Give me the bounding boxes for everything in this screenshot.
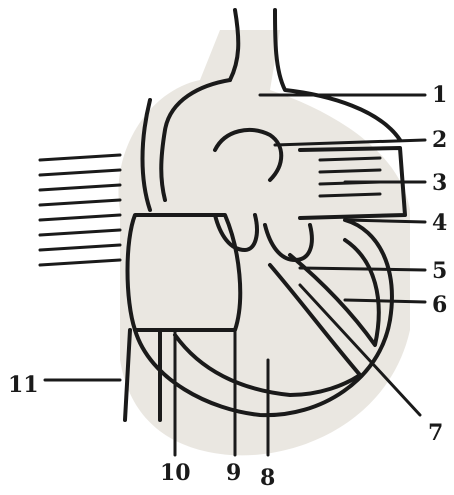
label-5: 5 (432, 258, 447, 284)
label-6: 6 (432, 292, 447, 318)
label-2: 2 (432, 127, 447, 153)
label-3: 3 (432, 170, 447, 196)
label-11: 11 (8, 372, 39, 398)
label-7: 7 (428, 420, 443, 446)
right-pulmonary-veins (40, 155, 120, 265)
label-4: 4 (432, 210, 447, 236)
label-1: 1 (432, 82, 447, 108)
label-9: 9 (226, 460, 241, 486)
label-10: 10 (160, 460, 191, 486)
label-8: 8 (260, 465, 275, 491)
